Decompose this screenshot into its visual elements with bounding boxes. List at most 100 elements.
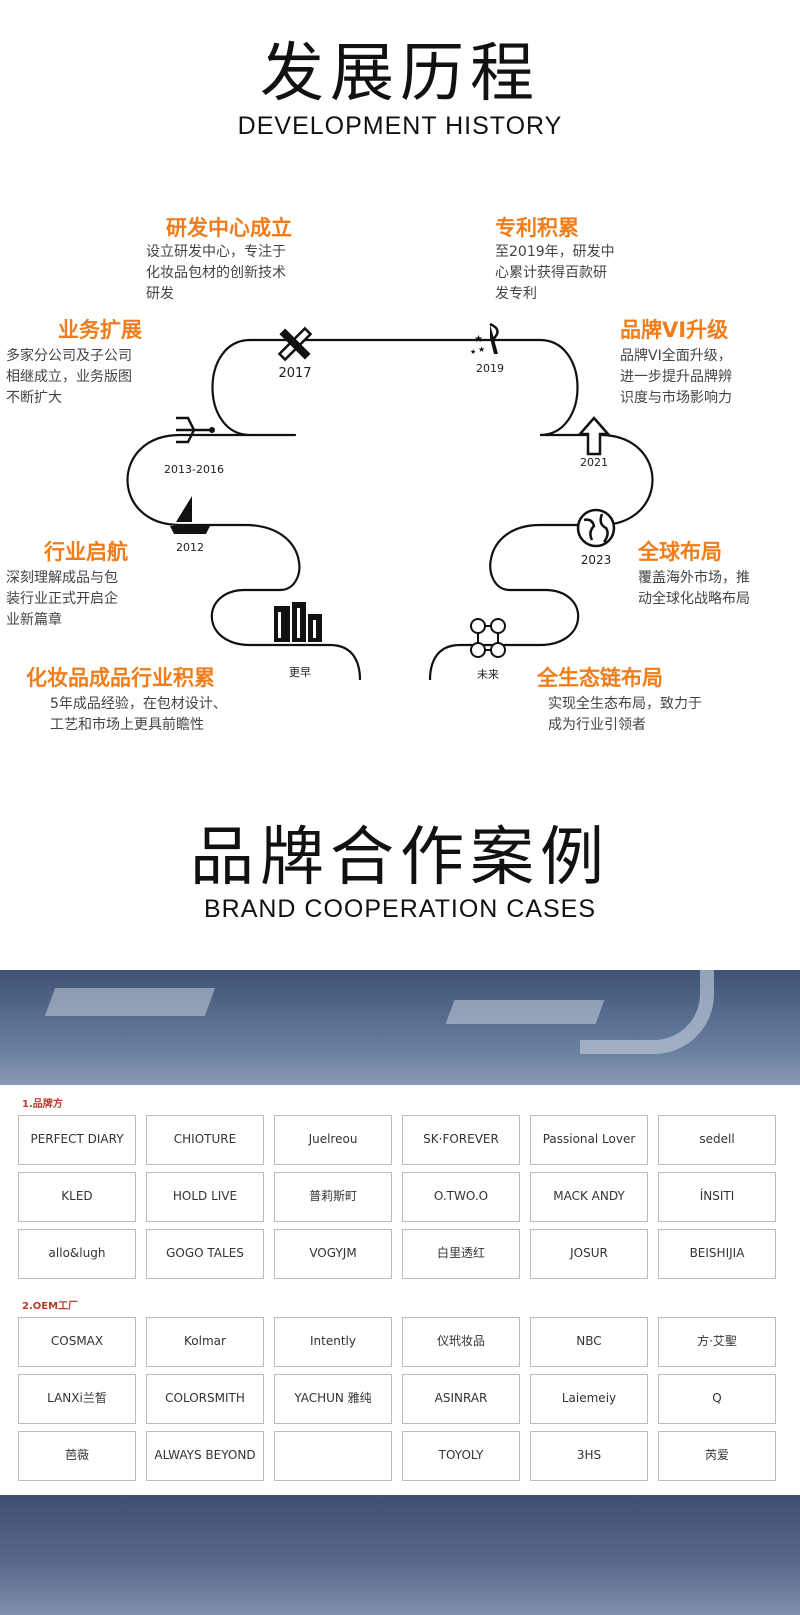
milestone-title-expansion: 业务扩展: [58, 318, 142, 342]
logo-cell: TOYOLY: [402, 1431, 520, 1481]
logo-text: TOYOLY: [438, 1448, 484, 1463]
year-2013-2016: 2013-2016: [164, 463, 224, 476]
ruler-pencil-icon: [277, 326, 313, 362]
desc-line: 研发: [146, 286, 174, 302]
svg-text:★: ★: [470, 348, 476, 356]
logo-text: Kolmar: [184, 1334, 226, 1349]
logo-text: O.TWO.O: [433, 1189, 489, 1204]
logo-text: ASINRAR: [434, 1391, 488, 1406]
logo-cell: COLORSMITH: [146, 1374, 264, 1424]
logo-cell: 仪玳妆品: [402, 1317, 520, 1367]
desc-line: 覆盖海外市场，推: [638, 570, 750, 586]
desc-line: 不断扩大: [6, 390, 62, 406]
brands-subtitle: BRAND COOPERATION CASES: [203, 895, 597, 923]
desc-line: 实现全生态布局，致力于: [548, 696, 702, 712]
desc-line: 进一步提升品牌辨: [620, 369, 732, 385]
top-banner-image: [0, 970, 800, 1085]
history-title: 发展历程: [260, 37, 540, 111]
logo-cell: NBC: [530, 1317, 648, 1367]
desc-line: 心累计获得百款研: [495, 265, 607, 281]
milestone-title-rd-center: 研发中心成立: [166, 216, 292, 240]
desc-line: 品牌VI全面升级，: [620, 348, 732, 364]
logo-text: 仪玳妆品: [436, 1334, 485, 1349]
logo-text: JOSUR: [570, 1246, 608, 1261]
logo-cell: Juelreou: [274, 1115, 392, 1165]
logo-cell: ASINRAR: [402, 1374, 520, 1424]
logo-text: MACK ANDY: [553, 1189, 625, 1204]
bottom-banner-image: [0, 1495, 800, 1615]
logo-cell: ALWAYS BEYOND: [146, 1431, 264, 1481]
desc-line: 5年成品经验，在包材设计、: [50, 696, 227, 712]
logo-cell: CHIOTURE: [146, 1115, 264, 1165]
year-2023: 2023: [580, 553, 612, 567]
logo-text: BEISHIJIA: [689, 1246, 745, 1261]
logo-text: Passional Lover: [542, 1132, 636, 1147]
logo-text: COLORSMITH: [165, 1391, 245, 1406]
logo-cell: HOLD LIVE: [146, 1172, 264, 1222]
desc-line: 工艺和市场上更具前瞻性: [50, 717, 204, 733]
logo-cell: SK·FOREVER: [402, 1115, 520, 1165]
milestone-title-global: 全球布局: [638, 540, 722, 564]
logo-text: 普莉斯町: [308, 1189, 357, 1204]
milestone-title-ecosystem: 全生态链布局: [537, 666, 663, 690]
timeline-path: [126, 338, 654, 681]
logo-cell: JOSUR: [530, 1229, 648, 1279]
desc-line: 设立研发中心，专注于: [146, 244, 286, 260]
logo-text: allo&lugh: [48, 1246, 106, 1261]
logo-cell: allo&lugh: [18, 1229, 136, 1279]
network-branch-icon: [176, 416, 215, 444]
year-2017: 2017: [278, 366, 312, 381]
globe-icon: [576, 508, 616, 548]
desc-line: 识度与市场影响力: [620, 390, 732, 406]
svg-text:★: ★: [474, 334, 483, 345]
desc-line: 至2019年，研发中: [495, 244, 615, 260]
logo-cell: VOGYJM: [274, 1229, 392, 1279]
logo-text: PERFECT DIARY: [30, 1132, 124, 1147]
logo-text: 白里透红: [436, 1246, 485, 1261]
desc-line: 深刻理解成品与包: [6, 570, 118, 586]
milestone-desc-vi: 品牌VI全面升级， 进一步提升品牌辨 识度与市场影响力: [620, 346, 732, 409]
year-earlier: 更早: [289, 666, 311, 679]
svg-text:★: ★: [478, 345, 485, 354]
section-label-oem: 2.OEM工厂: [22, 1301, 79, 1312]
logo-cell: 芭薇: [18, 1431, 136, 1481]
milestone-desc-rd-center: 设立研发中心，专注于 化妆品包材的创新技术 研发: [146, 242, 286, 305]
logo-text: sedell: [699, 1132, 735, 1147]
patent-stars-icon: ★ ★ ★: [470, 322, 499, 356]
logo-cell: 芮爱: [658, 1431, 776, 1481]
year-2021: 2021: [580, 456, 608, 469]
logo-text: SK·FOREVER: [423, 1132, 499, 1147]
people-network-icon: [470, 618, 506, 658]
desc-line: 业新篇章: [6, 612, 62, 628]
sailboat-icon: [170, 496, 210, 534]
logo-text: 芭薇: [64, 1448, 89, 1463]
desc-line: 装行业正式开启企: [6, 591, 118, 607]
logo-text: 芮爱: [704, 1448, 729, 1463]
milestone-title-vi: 品牌VI升级: [620, 318, 729, 342]
logo-text: Laiemeiy: [561, 1391, 617, 1406]
arrow-up-icon: [577, 416, 611, 456]
buildings-icon: [274, 602, 322, 642]
milestone-title-patent: 专利积累: [495, 216, 579, 240]
logo-cell: Passional Lover: [530, 1115, 648, 1165]
milestone-title-cosmetics: 化妆品成品行业积累: [26, 666, 215, 690]
logo-cell: Laiemeiy: [530, 1374, 648, 1424]
logo-cell: Kolmar: [146, 1317, 264, 1367]
desc-line: 相继成立，业务版图: [6, 369, 132, 385]
logo-cell: COSMAX: [18, 1317, 136, 1367]
year-2019: 2019: [476, 362, 504, 375]
logo-cell: Intently: [274, 1317, 392, 1367]
logo-text: CHIOTURE: [173, 1132, 237, 1147]
milestone-desc-cosmetics: 5年成品经验，在包材设计、 工艺和市场上更具前瞻性: [50, 694, 227, 736]
milestone-desc-launch: 深刻理解成品与包 装行业正式开启企 业新篇章: [6, 568, 118, 631]
logo-text: 3HS: [576, 1448, 602, 1463]
logo-text: 方·艾聖: [697, 1334, 737, 1349]
logo-cell: PERFECT DIARY: [18, 1115, 136, 1165]
desc-line: 化妆品包材的创新技术: [146, 265, 286, 281]
logo-cell: MACK ANDY: [530, 1172, 648, 1222]
logo-text: Juelreou: [308, 1132, 358, 1147]
milestone-title-launch: 行业启航: [44, 540, 128, 564]
milestone-desc-patent: 至2019年，研发中 心累计获得百款研 发专利: [495, 242, 615, 305]
logo-cell: BEISHIJIA: [658, 1229, 776, 1279]
